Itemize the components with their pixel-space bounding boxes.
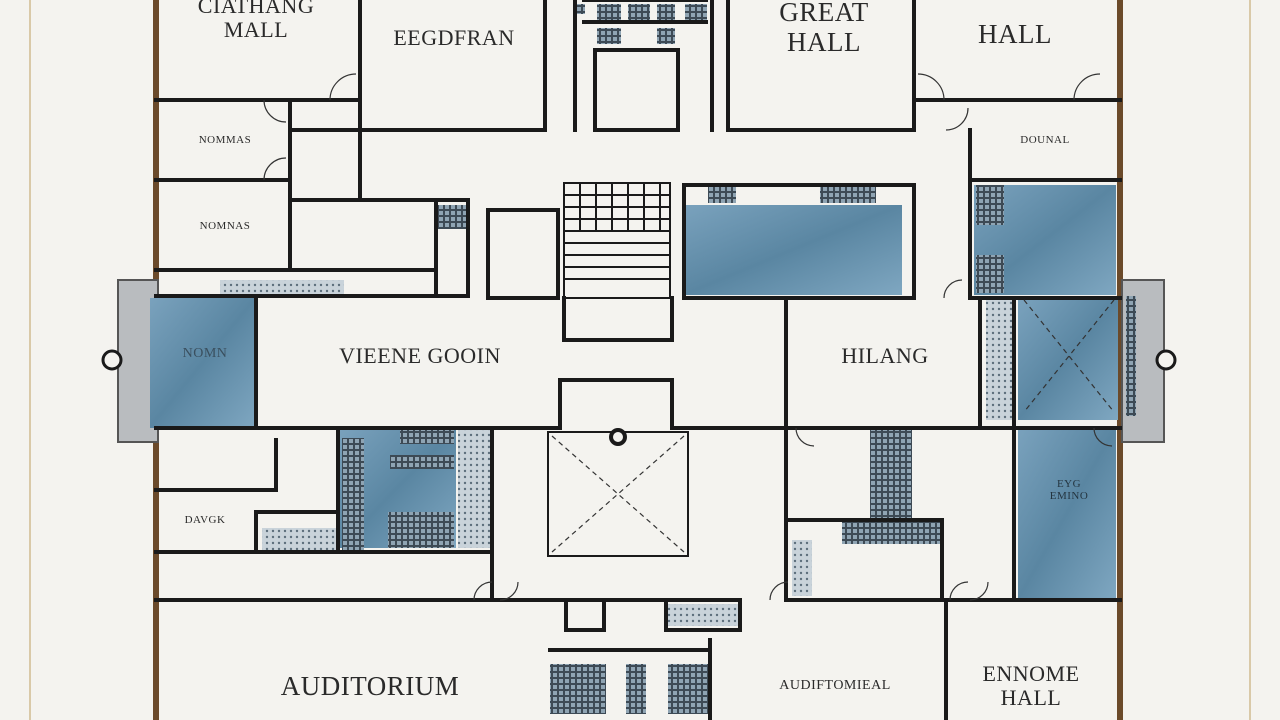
room-label-bottom-right-hall: ENNOME HALL [982,661,1080,711]
room-label-west-wing: NOMN [182,346,228,361]
room-label-auditorium: AUDITORIUM [280,671,460,701]
room-label-east-wing: EYG EMINO [1049,478,1089,503]
room-label-reception: EEGDFRAN [393,25,515,50]
room-label-small-left-2: NOMNAS [199,220,251,232]
room-label-central: VIEENE GOOIN [339,343,501,368]
room-label-auditorium-2: AUDIFTOMIEAL [779,678,891,693]
blue-zones [150,185,1118,600]
room-label-hall: HALL [978,19,1052,49]
room-label-small-left-1: NOMMAS [198,134,252,146]
main-staircase [563,182,671,299]
fixtures [220,4,1136,714]
room-label-top-left: CIATHANG MALL [197,0,315,43]
interior-walls [154,0,1122,720]
room-label-great-hall: GREAT HALL [779,0,869,57]
void-markers [551,299,1115,553]
door-swings [263,73,1113,601]
room-label-small-left-3: DAVGK [184,514,226,526]
west-annex [101,279,159,443]
room-label-east: HILANG [841,343,929,368]
page-border [29,0,1251,720]
room-label-small-right: DOUNAL [1020,134,1070,146]
central-column [609,428,627,446]
